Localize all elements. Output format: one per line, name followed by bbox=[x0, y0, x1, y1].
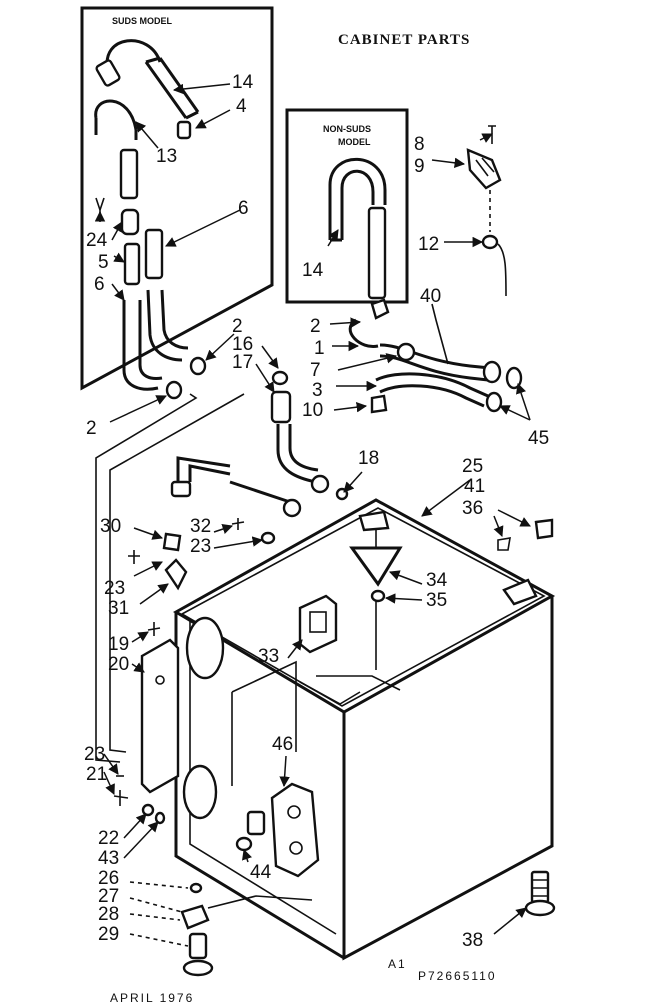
suds-model-label: SUDS MODEL bbox=[112, 16, 173, 26]
footer-code-2: P72665110 bbox=[418, 969, 497, 983]
callout-30: 30 bbox=[100, 516, 121, 537]
non-suds-model-inset: NON-SUDS MODEL bbox=[285, 108, 409, 304]
callout-5: 5 bbox=[98, 252, 109, 273]
callout-2: 2 bbox=[310, 316, 321, 337]
callout-43: 43 bbox=[98, 848, 119, 869]
callout-46: 46 bbox=[272, 734, 293, 755]
non-suds-label-1: NON-SUDS bbox=[323, 124, 371, 134]
callout-25: 25 bbox=[462, 456, 483, 477]
clamp-part bbox=[176, 120, 192, 140]
callout-24: 24 bbox=[86, 230, 108, 251]
bracket-part bbox=[466, 148, 502, 190]
callout-28: 28 bbox=[98, 904, 119, 925]
callout-18: 18 bbox=[358, 448, 379, 469]
callout-2: 2 bbox=[86, 418, 97, 439]
callout-8: 8 bbox=[414, 134, 425, 155]
callout-36: 36 bbox=[462, 498, 483, 519]
leader-lines bbox=[94, 83, 531, 947]
callout-14: 14 bbox=[232, 72, 254, 93]
non-suds-label-2: MODEL bbox=[338, 137, 371, 147]
callout-2: 2 bbox=[232, 316, 243, 337]
callout-14: 14 bbox=[302, 260, 324, 281]
callout-23: 23 bbox=[190, 536, 211, 557]
callout-23: 23 bbox=[104, 578, 125, 599]
suds-hose-13 bbox=[94, 99, 138, 131]
callout-27: 27 bbox=[98, 886, 119, 907]
leveling-leg-38 bbox=[530, 870, 550, 904]
callout-32: 32 bbox=[190, 516, 211, 537]
callout-6: 6 bbox=[238, 198, 249, 219]
leveling-legs bbox=[180, 870, 556, 977]
callout-17: 17 bbox=[232, 352, 253, 373]
footer-code: A1 bbox=[388, 957, 407, 971]
footer-date: APRIL 1976 bbox=[110, 991, 194, 1005]
callout-3: 3 bbox=[312, 380, 323, 401]
callout-13: 13 bbox=[156, 146, 177, 167]
callout-10: 10 bbox=[302, 400, 323, 421]
callout-21: 21 bbox=[86, 764, 107, 785]
callout-7: 7 bbox=[310, 360, 321, 381]
suds-hose-bend bbox=[105, 39, 162, 71]
callout-29: 29 bbox=[98, 924, 119, 945]
callout-22: 22 bbox=[98, 828, 119, 849]
callout-35: 35 bbox=[426, 590, 447, 611]
callout-41: 41 bbox=[464, 476, 485, 497]
connector-part bbox=[120, 208, 140, 236]
grommet-part bbox=[481, 234, 499, 250]
callout-12: 12 bbox=[418, 234, 439, 255]
callout-34: 34 bbox=[426, 570, 448, 591]
callout-6: 6 bbox=[94, 274, 105, 295]
callout-9: 9 bbox=[414, 156, 425, 177]
callout-31: 31 bbox=[108, 598, 129, 619]
callout-20: 20 bbox=[108, 654, 129, 675]
callout-38: 38 bbox=[462, 930, 483, 951]
callout-26: 26 bbox=[98, 868, 119, 889]
callout-16: 16 bbox=[232, 334, 253, 355]
upper-right-hardware bbox=[348, 125, 523, 414]
callout-40: 40 bbox=[420, 286, 441, 307]
callout-44: 44 bbox=[250, 862, 272, 883]
pump-part bbox=[270, 782, 320, 878]
cabinet-body bbox=[113, 498, 556, 961]
callout-numbers: 14 4 13 6 24 5 6 2 2 16 17 14 8 9 12 40 … bbox=[84, 72, 549, 951]
non-suds-hose bbox=[328, 157, 387, 240]
fill-hose-assembly bbox=[95, 370, 349, 763]
callout-4: 4 bbox=[236, 96, 247, 117]
switch-part bbox=[298, 594, 338, 654]
callout-33: 33 bbox=[258, 646, 279, 667]
diagram-title: CABINET PARTS bbox=[338, 32, 470, 48]
callout-23: 23 bbox=[84, 744, 105, 765]
callout-1: 1 bbox=[314, 338, 325, 359]
callout-19: 19 bbox=[108, 634, 129, 655]
callout-45: 45 bbox=[528, 428, 549, 449]
